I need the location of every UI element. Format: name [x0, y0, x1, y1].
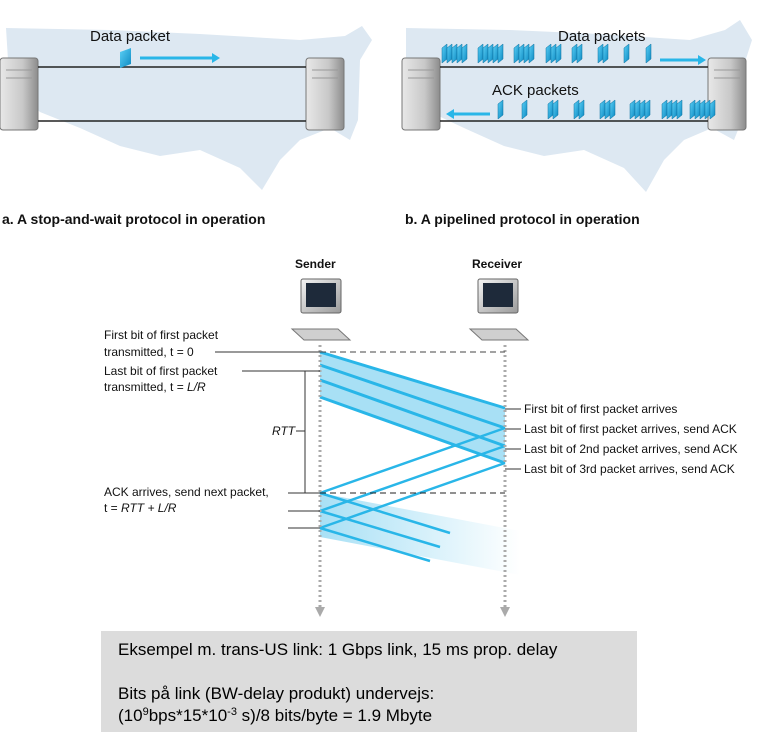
- packet-glyph: [576, 43, 583, 64]
- example-line-1: Eksempel m. trans-US link: 1 Gbps link, …: [118, 640, 558, 659]
- server-right-a: [305, 57, 345, 131]
- packet-lines: [319, 350, 506, 465]
- caption-b: b. A pipelined protocol in operation: [405, 211, 640, 227]
- packet-glyph: [644, 99, 651, 120]
- example-box: Eksempel m. trans-US link: 1 Gbps link, …: [101, 631, 637, 732]
- note-rtt: RTT: [272, 424, 297, 438]
- arrow-a: [140, 53, 220, 63]
- note-right-2: Last bit of 2nd packet arrives, send ACK: [524, 442, 737, 456]
- note-right-0: First bit of first packet arrives: [524, 402, 677, 416]
- packet-glyph: [676, 99, 683, 120]
- sender-label: Sender: [295, 257, 336, 271]
- note-first-bit-1: First bit of first packet: [104, 328, 219, 342]
- sender-computer-icon: [290, 278, 352, 341]
- packet-glyph: [497, 99, 504, 120]
- packet-glyph: [552, 99, 559, 120]
- server-left-b: [401, 57, 441, 131]
- receiver-timeline-arrow: [500, 607, 510, 617]
- note-last-bit-2: transmitted, t = L/R: [104, 380, 206, 394]
- ack-packets-b: [497, 99, 716, 120]
- packet-glyph: [528, 43, 535, 64]
- packet-glyph: [609, 99, 616, 120]
- example-line-2: Bits på link (BW-delay produkt) undervej…: [118, 684, 435, 703]
- packet-glyph: [645, 43, 652, 64]
- packet-glyph: [521, 99, 528, 120]
- packet-band-faded: [320, 493, 520, 575]
- rtt-bracket: [296, 370, 313, 494]
- note-ack-1: ACK arrives, send next packet,: [104, 485, 269, 499]
- data-packets-b: [441, 43, 652, 64]
- caption-a: a. A stop-and-wait protocol in operation: [2, 211, 266, 227]
- data-packet-a: [120, 48, 131, 68]
- packet-glyph: [555, 43, 562, 64]
- receiver-computer-icon: [468, 278, 530, 341]
- data-packet-label: Data packet: [90, 28, 171, 45]
- data-packets-label: Data packets: [558, 28, 646, 45]
- top-diagrams: Data packet Data packets ACK packets: [0, 20, 752, 192]
- note-first-bit-2: transmitted, t = 0: [104, 345, 194, 359]
- packet-glyph: [602, 43, 609, 64]
- ack-packets-label: ACK packets: [492, 82, 579, 99]
- note-ack-2: t = RTT + L/R: [104, 501, 177, 515]
- packet-glyph: [461, 43, 468, 64]
- left-leaders: [215, 351, 320, 529]
- server-left-a: [0, 57, 39, 131]
- arrow-b-ack: [446, 109, 490, 119]
- receiver-label: Receiver: [472, 257, 522, 271]
- right-leaders: [505, 408, 521, 470]
- packet-glyph: [578, 99, 585, 120]
- next-packet-lines: [319, 491, 451, 563]
- packet-glyph: [497, 43, 504, 64]
- note-right-3: Last bit of 3rd packet arrives, send ACK: [524, 462, 735, 476]
- packet-glyph: [623, 43, 630, 64]
- packet-glyph: [709, 99, 716, 120]
- arrow-b-data: [660, 55, 706, 65]
- ack-lines: [319, 426, 506, 530]
- note-last-bit-1: Last bit of first packet: [104, 364, 218, 378]
- server-right-b: [707, 57, 747, 131]
- example-line-3: (109bps*15*10-3 s)/8 bits/byte = 1.9 Mby…: [118, 706, 433, 725]
- sender-timeline-arrow: [315, 607, 325, 617]
- note-right-1: Last bit of first packet arrives, send A…: [524, 422, 737, 436]
- timing-diagram: Sender Receiver: [104, 257, 737, 617]
